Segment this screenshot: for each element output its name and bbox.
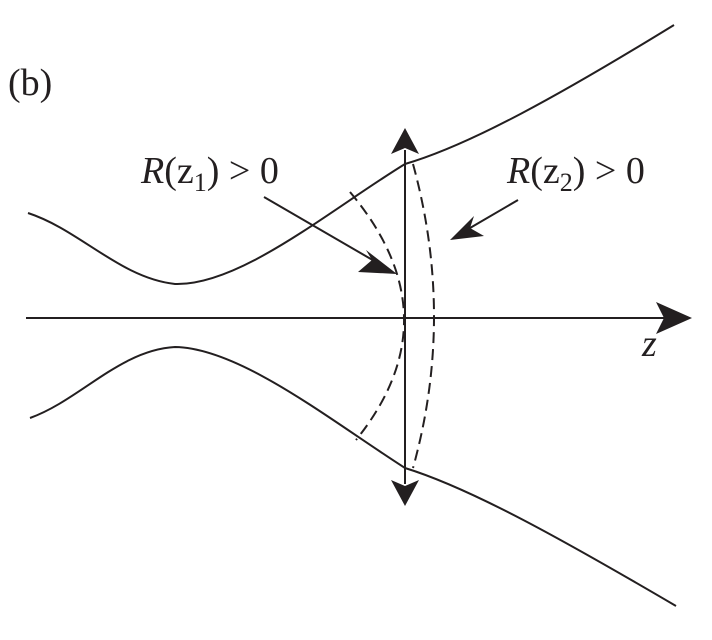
pointer-r-z2-arrowhead bbox=[450, 216, 484, 240]
lens-arrowhead-bottom bbox=[391, 480, 419, 506]
pointer-r-z1 bbox=[263, 196, 377, 263]
lens-arrowhead-top bbox=[391, 128, 419, 154]
wavefront-after-lens bbox=[412, 163, 435, 469]
z-axis-label: z bbox=[641, 323, 657, 365]
wavefront-before-lens bbox=[349, 191, 405, 441]
annotation-r-z2: R(z2) > 0 bbox=[506, 150, 645, 197]
pointer-r-z2 bbox=[469, 199, 519, 229]
beam-envelope-upper bbox=[27, 24, 675, 286]
panel-label: (b) bbox=[8, 62, 52, 104]
pointer-r-z1-arrowhead bbox=[358, 250, 397, 274]
beam-envelope-lower bbox=[29, 345, 677, 607]
annotation-r-z1: R(z1) > 0 bbox=[140, 150, 279, 197]
z-axis-arrowhead bbox=[656, 302, 692, 334]
